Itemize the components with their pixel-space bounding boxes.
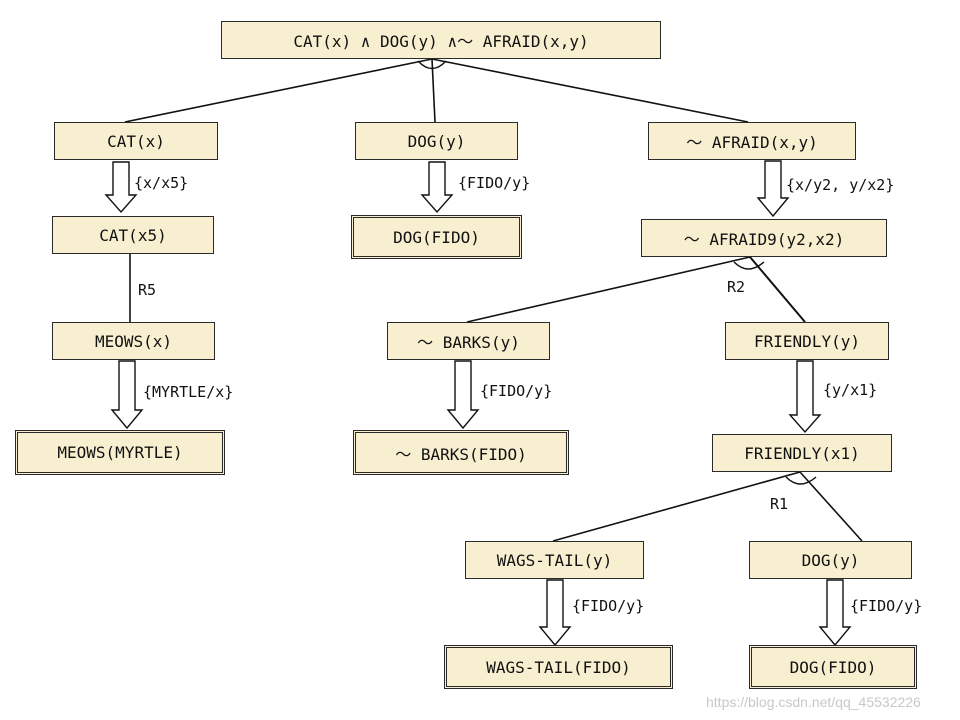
node-meows-myrtle: MEOWS(MYRTLE) <box>15 430 225 475</box>
and-arc-r1 <box>785 476 817 485</box>
node-cat-x: CAT(x) <box>54 122 218 160</box>
node-not-afraid-xy: ～ AFRAID(x,y) <box>648 122 856 160</box>
subst-friendly: {y/x1} <box>823 381 878 399</box>
edge-root-afraid <box>431 58 749 123</box>
arrow-dog2 <box>818 579 852 647</box>
node-wags-tail-fido: WAGS-TAIL(FIDO) <box>444 645 673 689</box>
subst-dog-2: {FIDO/y} <box>850 597 923 615</box>
node-meows-x: MEOWS(x) <box>52 322 215 360</box>
and-arc-r2 <box>733 261 765 270</box>
node-dog-fido-2: DOG(FIDO) <box>749 645 917 689</box>
node-friendly-x1: FRIENDLY(x1) <box>712 434 892 472</box>
subst-dog: {FIDO/y} <box>458 174 531 192</box>
edge-friendly-dog <box>799 471 863 542</box>
node-not-barks-y: ～ BARKS(y) <box>387 322 550 360</box>
subst-cat: {x/x5} <box>134 174 189 192</box>
arrow-meows <box>110 360 144 430</box>
subst-afraid: {x/y2, y/x2} <box>786 176 895 194</box>
watermark-text: https://blog.csdn.net/qq_45532226 <box>706 694 921 710</box>
arrow-cat <box>104 161 138 214</box>
node-not-afraid9: ～ AFRAID9(y2,x2) <box>641 219 887 257</box>
edge-root-dog <box>431 58 436 123</box>
edge-afraid-friendly <box>749 256 806 323</box>
and-arc-root <box>417 60 447 70</box>
rule-r1: R1 <box>770 495 789 513</box>
arrow-afraid <box>756 160 790 218</box>
node-not-barks-fido: ～ BARKS(FIDO) <box>353 430 569 475</box>
subst-meows: {MYRTLE/x} <box>143 383 234 401</box>
arrow-barks <box>446 360 480 430</box>
node-root: CAT(x) ∧ DOG(y) ∧～ AFRAID(x,y) <box>221 21 661 59</box>
node-cat-x5: CAT(x5) <box>52 216 214 254</box>
arrow-friendly <box>788 360 822 434</box>
rule-r5: R5 <box>138 281 157 299</box>
edge-afraid-barks <box>466 256 751 323</box>
subst-barks: {FIDO/y} <box>480 382 553 400</box>
node-friendly-y: FRIENDLY(y) <box>725 322 889 360</box>
subst-wags-tail: {FIDO/y} <box>572 597 645 615</box>
node-dog-y: DOG(y) <box>355 122 518 160</box>
node-dog-y-2: DOG(y) <box>749 541 912 579</box>
edge-friendly-wagstail <box>552 471 801 542</box>
edge-root-cat <box>124 58 433 123</box>
rule-r2: R2 <box>727 278 746 296</box>
arrow-dog <box>420 161 454 214</box>
arrow-wagstail <box>538 579 572 647</box>
node-dog-fido: DOG(FIDO) <box>351 215 522 259</box>
node-wags-tail-y: WAGS-TAIL(y) <box>465 541 644 579</box>
